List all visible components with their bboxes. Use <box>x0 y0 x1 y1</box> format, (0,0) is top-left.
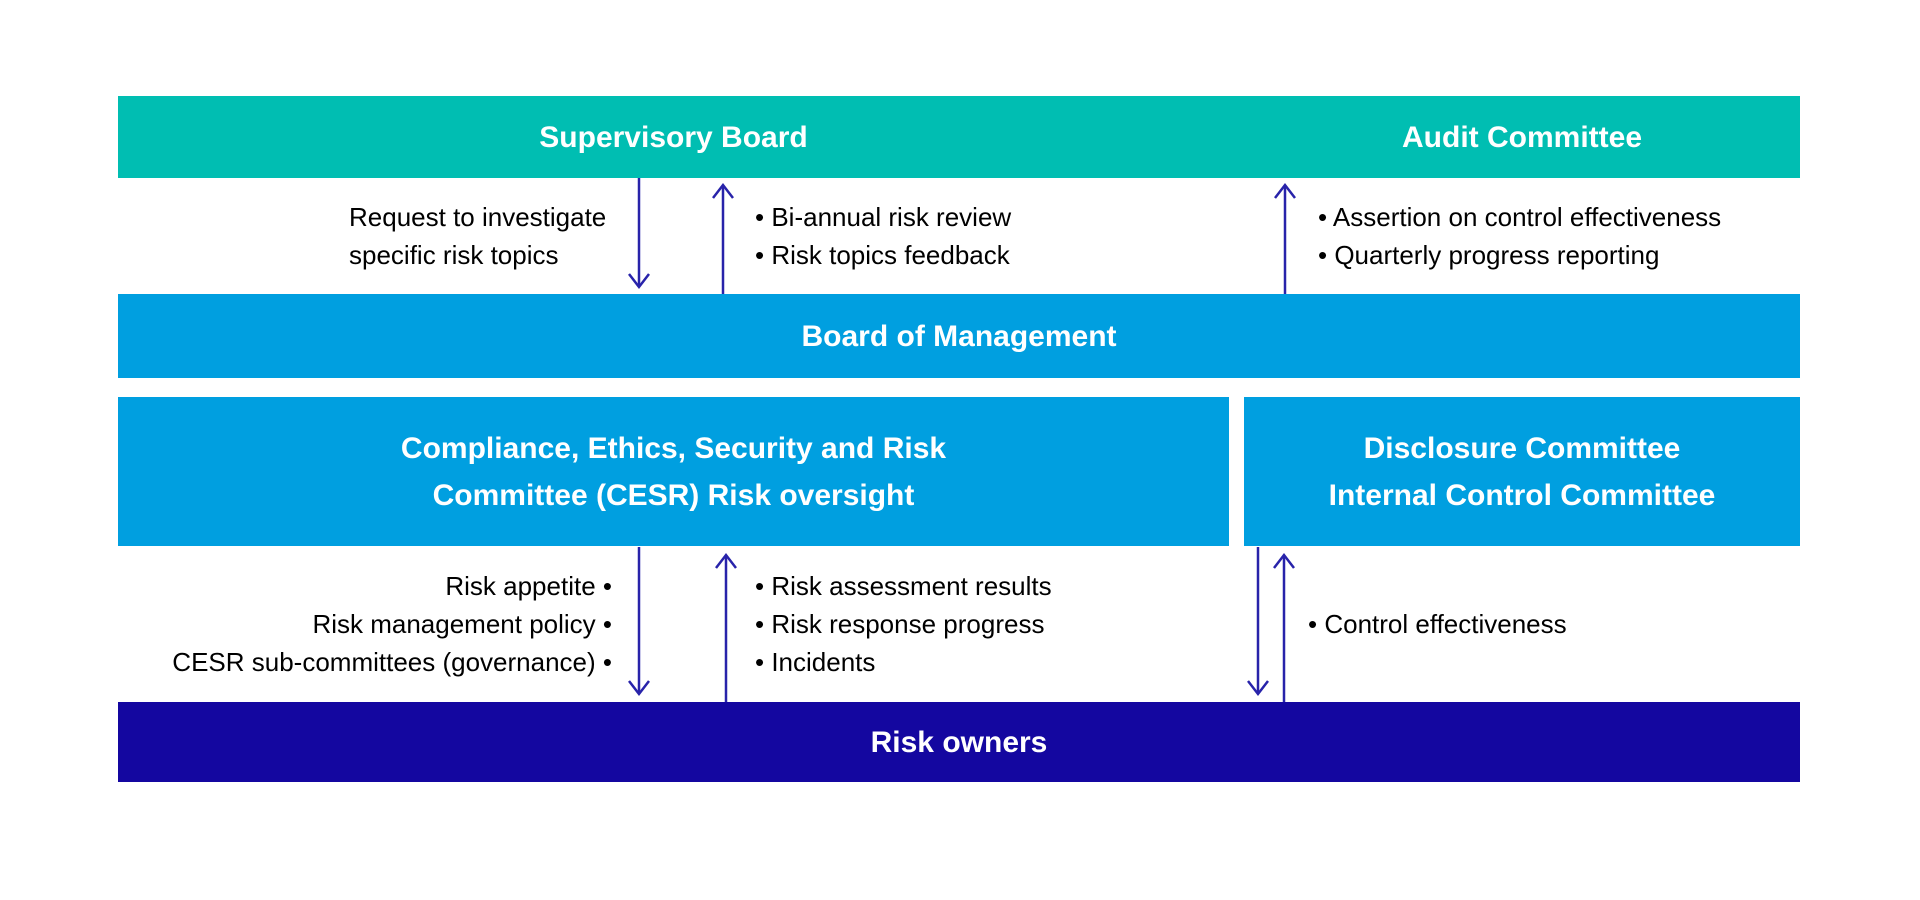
arrow-bom-to-supervisory-up-icon <box>712 182 734 294</box>
note-line: • Quarterly progress reporting <box>1318 240 1660 270</box>
note-line: • Risk topics feedback <box>755 240 1010 270</box>
note-line: Request to investigate <box>349 202 607 232</box>
arrow-bom-to-audit-up-icon <box>1274 182 1296 294</box>
cesr-committee-label-line1: Compliance, Ethics, Security and Risk <box>400 431 947 465</box>
cesr-committee-label-line2: Committee (CESR) Risk oversight <box>432 478 915 512</box>
biannual-feedback-note: • Bi-annual risk review • Risk topics fe… <box>755 178 1011 294</box>
disclosure-committee-label-line2: Internal Control Committee <box>1328 478 1716 512</box>
board-of-management-label: Board of Management <box>801 319 1117 353</box>
note-line: specific risk topics <box>349 240 559 270</box>
note-line: • Risk assessment results <box>755 571 1052 601</box>
note-line: • Control effectiveness <box>1308 609 1567 639</box>
note-line: CESR sub-committees (governance) • <box>172 647 612 677</box>
arrow-owners-to-cesr-up-icon <box>715 552 737 702</box>
supervisory-board-box: Supervisory Board <box>118 96 1229 178</box>
audit-committee-label: Audit Committee <box>1402 120 1642 154</box>
risk-owners-box: Risk owners <box>118 702 1800 782</box>
note-line: • Assertion on control effectiveness <box>1318 202 1722 232</box>
board-of-management-box: Board of Management <box>118 294 1800 378</box>
cesr-committee-box: Compliance, Ethics, Security and Risk Co… <box>118 397 1229 546</box>
supervisory-board-label: Supervisory Board <box>539 120 808 154</box>
control-effectiveness-note: • Control effectiveness <box>1308 546 1567 702</box>
arrow-owners-to-disclosure-up-icon <box>1273 552 1295 702</box>
cesr-upward-note: • Risk assessment results • Risk respons… <box>755 546 1052 702</box>
note-line: • Bi-annual risk review <box>755 202 1012 232</box>
assertion-reporting-note: • Assertion on control effectiveness • Q… <box>1318 178 1721 294</box>
note-line: • Incidents <box>755 647 876 677</box>
cesr-downward-note: Risk appetite • Risk management policy •… <box>118 546 612 702</box>
arrow-cesr-to-owners-down-icon <box>628 547 650 697</box>
request-to-investigate-note: Request to investigate specific risk top… <box>349 178 606 294</box>
arrow-disclosure-to-owners-down-icon <box>1247 547 1269 697</box>
disclosure-committee-label-line1: Disclosure Committee <box>1363 431 1681 465</box>
note-line: Risk management policy • <box>312 609 612 639</box>
audit-committee-box: Audit Committee <box>1244 96 1800 178</box>
disclosure-internal-control-box: Disclosure Committee Internal Control Co… <box>1244 397 1800 546</box>
arrow-supervisory-to-bom-down-icon <box>628 178 650 290</box>
risk-owners-label: Risk owners <box>870 725 1048 759</box>
note-line: • Risk response progress <box>755 609 1045 639</box>
note-line: Risk appetite • <box>445 571 612 601</box>
supervisory-audit-band <box>118 96 1800 178</box>
